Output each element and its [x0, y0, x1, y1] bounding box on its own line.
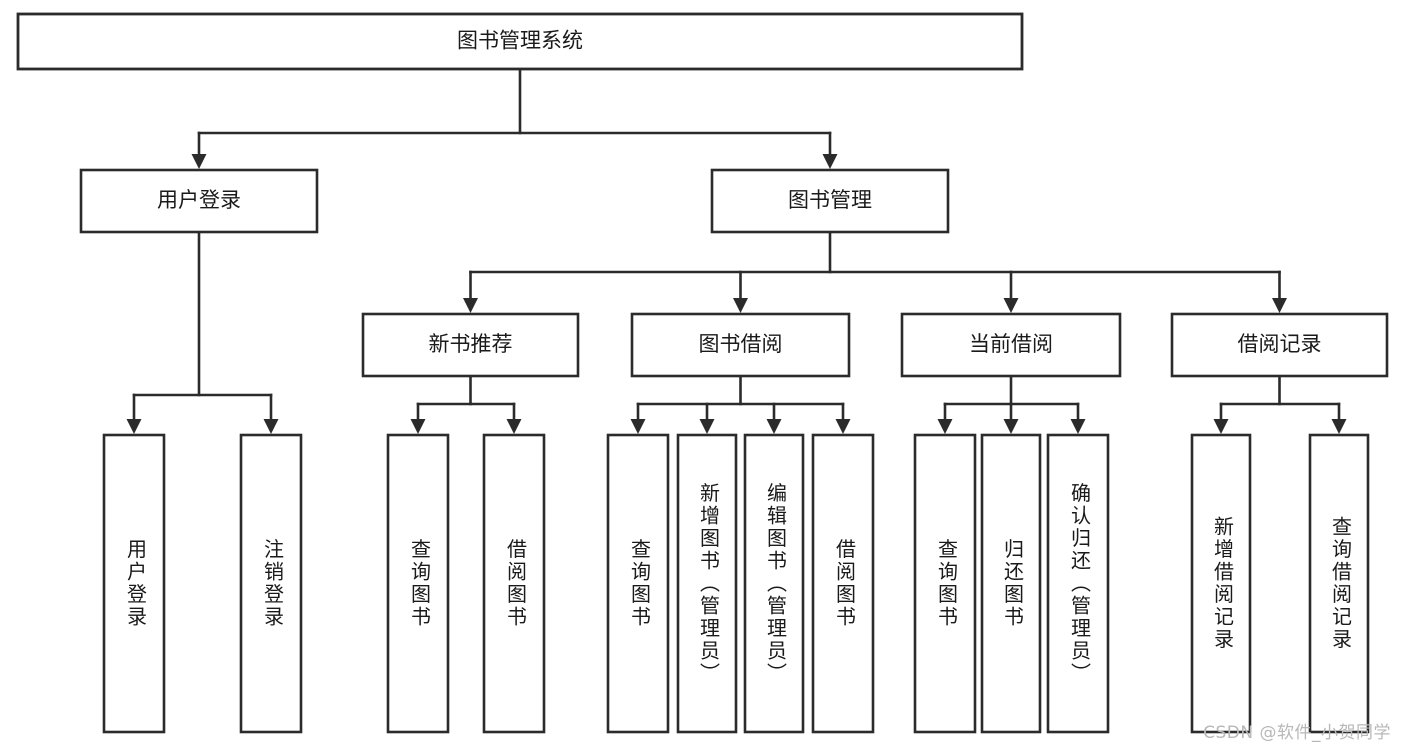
node-box — [900, 312, 1122, 378]
arrow-head-icon — [822, 154, 838, 169]
node-leaf-return-book[interactable]: 归还图书 — [980, 433, 1042, 734]
node-label: 借阅记录 — [1238, 332, 1322, 356]
node-label: 确认归还（管理员） — [1068, 482, 1092, 685]
arrow-head-icon — [630, 419, 646, 434]
arrow-head-icon — [1272, 298, 1287, 313]
node-user-login[interactable]: 用户登录 — [79, 168, 319, 234]
node-box — [1170, 312, 1389, 378]
node-label: 用户登录 — [124, 539, 148, 629]
arrow-head-icon — [1070, 419, 1086, 434]
arrow-head-icon — [1331, 419, 1347, 434]
node-borrow-record[interactable]: 借阅记录 — [1170, 312, 1389, 378]
arrow-head-icon — [766, 419, 782, 434]
node-box — [1308, 433, 1370, 734]
arrow-head-icon — [263, 419, 279, 434]
node-box — [482, 433, 546, 734]
arrow-head-icon — [1003, 419, 1019, 434]
node-box — [606, 433, 670, 734]
node-box — [630, 312, 851, 378]
node-box — [361, 312, 580, 378]
node-label: 图书管理系统 — [457, 29, 583, 53]
node-box — [710, 168, 950, 234]
node-box — [980, 433, 1042, 734]
node-box — [811, 433, 875, 734]
arrow-head-icon — [1003, 298, 1019, 313]
arrow-head-icon — [463, 298, 478, 313]
node-current-borrow[interactable]: 当前借阅 — [900, 312, 1122, 378]
node-leaf-query-book-3[interactable]: 查询图书 — [913, 433, 977, 734]
node-box — [676, 433, 738, 734]
node-label: 图书借阅 — [699, 332, 783, 356]
arrow-head-icon — [937, 419, 953, 434]
node-box — [386, 433, 450, 734]
arrow-head-icon — [733, 298, 748, 313]
node-layer: 图书管理系统用户登录图书管理新书推荐图书借阅当前借阅借阅记录用户登录注销登录查询… — [16, 12, 1389, 734]
node-label: 新增图书（管理员） — [697, 482, 721, 685]
node-book-borrow[interactable]: 图书借阅 — [630, 312, 851, 378]
node-leaf-add-record[interactable]: 新增借阅记录 — [1190, 433, 1252, 734]
node-label: 查询借阅记录 — [1329, 516, 1353, 651]
node-root[interactable]: 图书管理系统 — [16, 12, 1024, 71]
arrow-head-icon — [699, 419, 715, 434]
node-label: 新书推荐 — [429, 332, 513, 356]
node-leaf-query-record[interactable]: 查询借阅记录 — [1308, 433, 1370, 734]
node-box — [743, 433, 805, 734]
node-label: 借阅图书 — [504, 538, 528, 628]
node-label: 编辑图书（管理员） — [764, 482, 788, 685]
node-label: 注销登录 — [261, 538, 285, 628]
arrow-head-icon — [835, 419, 851, 434]
node-leaf-borrow-book-1[interactable]: 借阅图书 — [482, 433, 546, 734]
node-box — [239, 433, 303, 734]
node-box — [1046, 433, 1110, 734]
arrow-head-icon — [1213, 419, 1229, 434]
node-leaf-add-book[interactable]: 新增图书（管理员） — [676, 433, 738, 734]
node-new-book-recommend[interactable]: 新书推荐 — [361, 312, 580, 378]
arrow-head-icon — [191, 154, 207, 169]
node-label: 查询图书 — [628, 538, 652, 628]
node-box — [913, 433, 977, 734]
node-label: 当前借阅 — [969, 332, 1053, 356]
node-label: 图书管理 — [788, 188, 872, 212]
node-leaf-edit-book[interactable]: 编辑图书（管理员） — [743, 433, 805, 734]
node-box — [102, 433, 166, 734]
node-book-manage[interactable]: 图书管理 — [710, 168, 950, 234]
node-label: 借阅图书 — [833, 538, 857, 628]
node-label: 查询图书 — [935, 538, 959, 628]
node-label: 归还图书 — [1001, 538, 1025, 628]
node-leaf-borrow-book-2[interactable]: 借阅图书 — [811, 433, 875, 734]
node-label: 新增借阅记录 — [1211, 516, 1235, 651]
node-leaf-query-book-2[interactable]: 查询图书 — [606, 433, 670, 734]
arrow-head-icon — [410, 419, 426, 434]
node-leaf-user-logout[interactable]: 注销登录 — [239, 433, 303, 734]
node-leaf-user-login[interactable]: 用户登录 — [102, 433, 166, 734]
node-label: 用户登录 — [157, 188, 241, 212]
arrow-head-icon — [126, 419, 142, 434]
arrow-head-icon — [506, 419, 522, 434]
node-box — [16, 12, 1024, 71]
node-leaf-query-book-1[interactable]: 查询图书 — [386, 433, 450, 734]
node-label: 查询图书 — [408, 538, 432, 628]
node-box — [79, 168, 319, 234]
node-leaf-confirm-return[interactable]: 确认归还（管理员） — [1046, 433, 1110, 734]
connector-layer — [126, 67, 1347, 434]
node-box — [1190, 433, 1252, 734]
